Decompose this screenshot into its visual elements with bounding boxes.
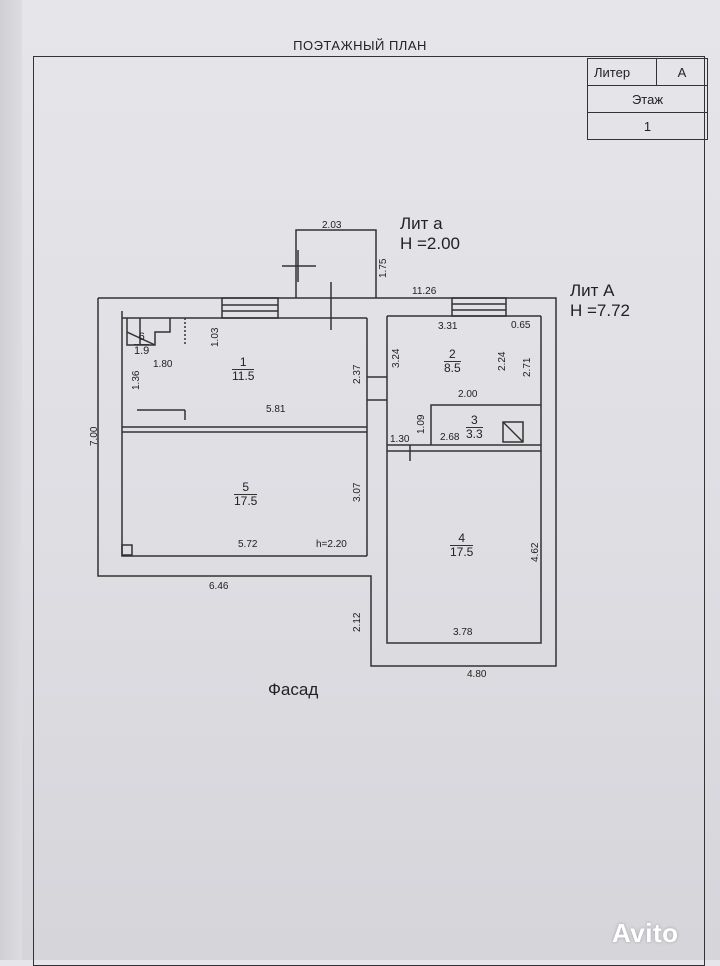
dim-label: 1.30 <box>390 434 410 445</box>
room-number: 2 <box>444 348 461 362</box>
dim-label: 2.71 <box>522 357 533 377</box>
sheet-edge <box>0 0 22 960</box>
lit-a-label: Лит а Н =2.00 <box>400 214 460 254</box>
dim-label: 11.26 <box>412 286 437 297</box>
room-number: 1 <box>232 356 255 370</box>
dim-label: 6.46 <box>209 581 229 592</box>
room-area: 1.9 <box>134 345 150 357</box>
dim-label: 4.62 <box>530 542 541 562</box>
dim-label: 1.36 <box>131 370 142 390</box>
dim-label: 2.00 <box>458 389 478 400</box>
lit-A-label: Лит А Н =7.72 <box>570 281 630 321</box>
dim-label: 5.72 <box>238 539 258 550</box>
dim-label: 2.03 <box>322 220 342 231</box>
room-area: 8.5 <box>444 361 461 375</box>
dim-label: 2.68 <box>440 432 460 443</box>
stairs <box>126 318 171 346</box>
dim-label: 1.75 <box>378 258 389 278</box>
dim-label: 2.37 <box>352 364 363 384</box>
dim-label: 3.24 <box>391 348 402 368</box>
outer-wall-inner <box>121 311 367 557</box>
window <box>221 297 279 319</box>
dim-label: 3.31 <box>438 321 458 332</box>
room-area: 17.5 <box>450 545 474 559</box>
room-number: 6 <box>134 331 150 345</box>
avito-watermark: Avito <box>612 918 679 948</box>
outer-wall-inner-right <box>386 316 542 644</box>
room-4: 4 17.5 <box>450 532 474 559</box>
room-2: 2 8.5 <box>444 348 461 375</box>
dim-label: 3.07 <box>352 482 363 502</box>
room-area: 17.5 <box>234 494 258 508</box>
facade-label: Фасад <box>268 680 319 699</box>
floor-value: 1 <box>587 112 708 140</box>
room-number: 4 <box>450 532 474 546</box>
dim-label: 1.03 <box>210 327 221 347</box>
room-area: 3.3 <box>466 427 483 441</box>
lit-A-height: Н =7.72 <box>570 301 631 320</box>
lit-a-height: Н =2.00 <box>400 234 461 253</box>
window <box>451 297 507 317</box>
sheet-title: ПОЭТАЖНЫЙ ПЛАН <box>293 38 427 53</box>
boiler <box>502 421 524 443</box>
dim-label: 5.81 <box>266 404 286 415</box>
room-area: 11.5 <box>232 369 255 383</box>
dim-label: 3.78 <box>453 627 473 638</box>
room-5: 5 17.5 <box>234 481 258 508</box>
room-3: 3 3.3 <box>466 414 483 441</box>
room-number: 3 <box>466 414 483 428</box>
dim-label: h=2.20 <box>316 539 347 550</box>
stamp-table: Литер А Этаж 1 <box>587 58 708 140</box>
room-number: 5 <box>234 481 258 495</box>
wall-room2-room3 <box>430 404 541 445</box>
dim-label: 2.12 <box>352 612 363 632</box>
outer-wall <box>97 297 557 667</box>
dim-label: 7.00 <box>89 426 100 446</box>
dim-label: 0.65 <box>511 320 531 331</box>
lit-A-name: Лит А <box>570 281 615 300</box>
vestibule-wall <box>295 229 377 298</box>
dim-label: 1.09 <box>416 414 427 434</box>
dim-label: 4.80 <box>467 669 487 680</box>
liter-value: А <box>656 58 708 86</box>
lit-a-name: Лит а <box>400 214 443 233</box>
room-1: 1 11.5 <box>232 356 255 383</box>
room-6: 6 1.9 <box>134 331 150 358</box>
dim-label: 2.24 <box>497 351 508 371</box>
dim-label: 1.80 <box>153 359 173 370</box>
